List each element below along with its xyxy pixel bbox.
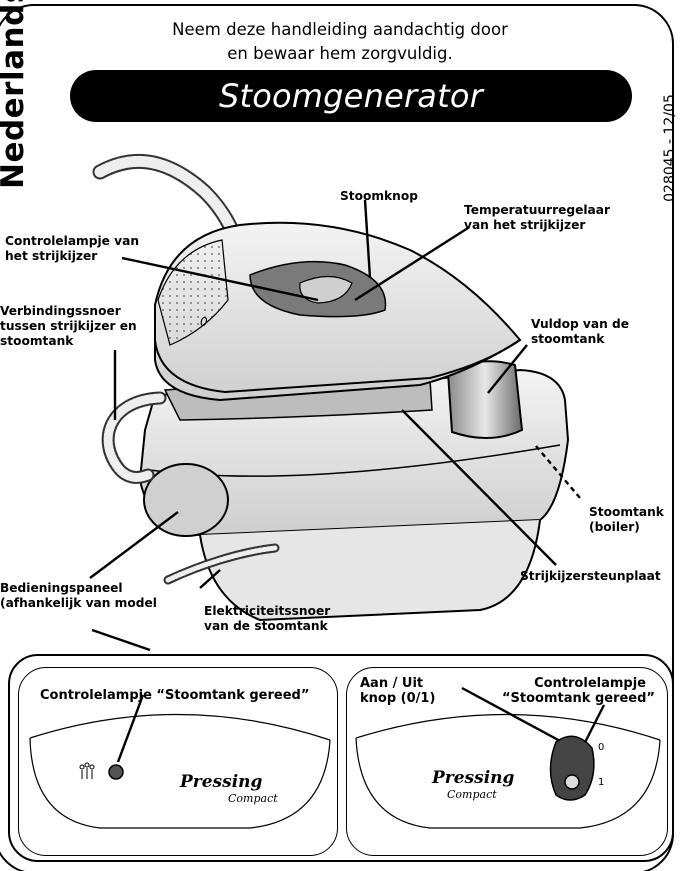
brand-sub-left: Compact: [228, 792, 278, 805]
label-ready-lamp-left: Controlelampje “Stoomtank gereed”: [40, 688, 309, 703]
label-steam-button: Stoomknop: [340, 189, 418, 204]
label-line: Temperatuurregelaar: [464, 203, 610, 218]
brand-sub-right: Compact: [447, 788, 497, 801]
label-power-switch: Aan / Uit knop (0/1): [360, 676, 435, 706]
label-line: van het strijkijzer: [464, 218, 610, 233]
label-line: Controlelampje van: [5, 234, 139, 249]
label-line: (afhankelijk van model: [0, 596, 157, 611]
svg-text:0: 0: [200, 315, 208, 329]
label-power-cord: Elektriciteitssnoer van de stoomtank: [204, 604, 330, 634]
brand-logo-right: Pressing: [432, 768, 514, 788]
label-boiler: Stoomtank (boiler): [589, 505, 664, 535]
label-iron-rest: Strijkijzersteunplaat: [520, 569, 661, 584]
label-line: Aan / Uit: [360, 676, 435, 691]
label-line: knop (0/1): [360, 691, 435, 706]
label-temperature-regulator: Temperatuurregelaar van het strijkijzer: [464, 203, 610, 233]
label-filler-cap: Vuldop van de stoomtank: [531, 317, 629, 347]
label-ready-lamp-right: Controlelampje “Stoomtank gereed”: [502, 676, 646, 706]
label-line: Elektriciteitssnoer: [204, 604, 330, 619]
label-control-panel: Bedieningspaneel (afhankelijk van model: [0, 581, 157, 611]
label-line: van de stoomtank: [204, 619, 330, 634]
label-connection-cord: Verbindingssnoer tussen strijkijzer en s…: [0, 304, 137, 349]
label-line: Bedieningspaneel: [0, 581, 157, 596]
switch-position-1: 1: [598, 777, 604, 788]
label-iron-lamp: Controlelampje van het strijkijzer: [5, 234, 139, 264]
label-line: tussen strijkijzer en: [0, 319, 137, 334]
steam-hose: [100, 161, 236, 240]
label-line: (boiler): [589, 520, 664, 535]
label-line: stoomtank: [0, 334, 137, 349]
label-line: Controlelampje: [502, 676, 646, 691]
switch-position-0: 0: [598, 742, 604, 753]
label-line: stoomtank: [531, 332, 629, 347]
label-line: het strijkijzer: [5, 249, 139, 264]
label-line: Stoomtank: [589, 505, 664, 520]
label-line: Verbindingssnoer: [0, 304, 137, 319]
brand-logo-left: Pressing: [180, 772, 262, 792]
label-line: Vuldop van de: [531, 317, 629, 332]
label-line: “Stoomtank gereed”: [502, 691, 646, 706]
